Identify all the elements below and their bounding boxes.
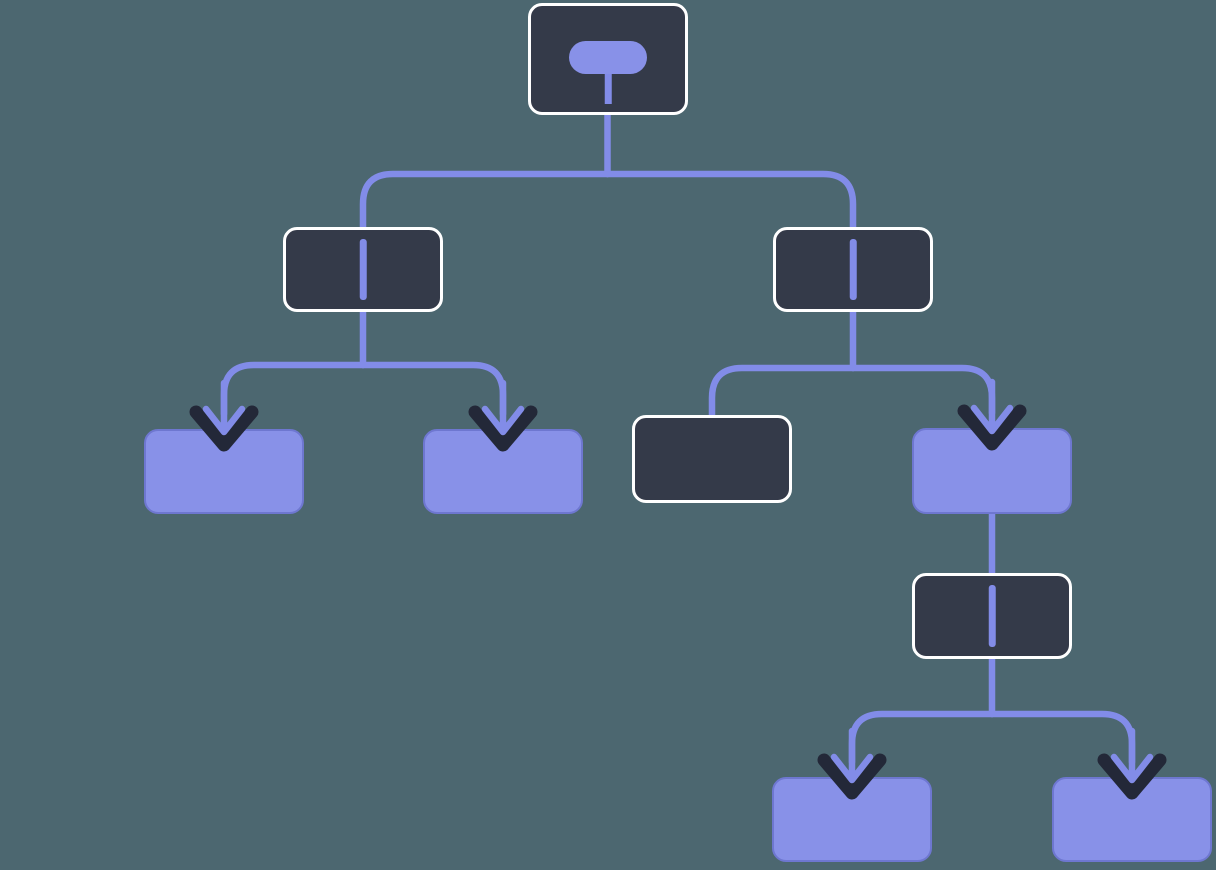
leaf-node-4[interactable] [772, 777, 932, 862]
branch-node-right[interactable] [773, 227, 933, 312]
leaf-node-1[interactable] [144, 429, 304, 514]
branch-node-lower[interactable] [912, 573, 1072, 659]
leaf-node-5[interactable] [1052, 777, 1212, 862]
through-line [849, 239, 857, 300]
root-stem [604, 70, 612, 104]
mid-node-purple[interactable] [912, 428, 1072, 514]
through-line [988, 585, 996, 647]
leaf-node-2[interactable] [423, 429, 583, 514]
root-node[interactable] [528, 3, 688, 115]
branch-node-left[interactable] [283, 227, 443, 312]
through-line [359, 239, 367, 300]
leaf-node-3-dark[interactable] [632, 415, 792, 503]
root-pill [569, 41, 647, 74]
